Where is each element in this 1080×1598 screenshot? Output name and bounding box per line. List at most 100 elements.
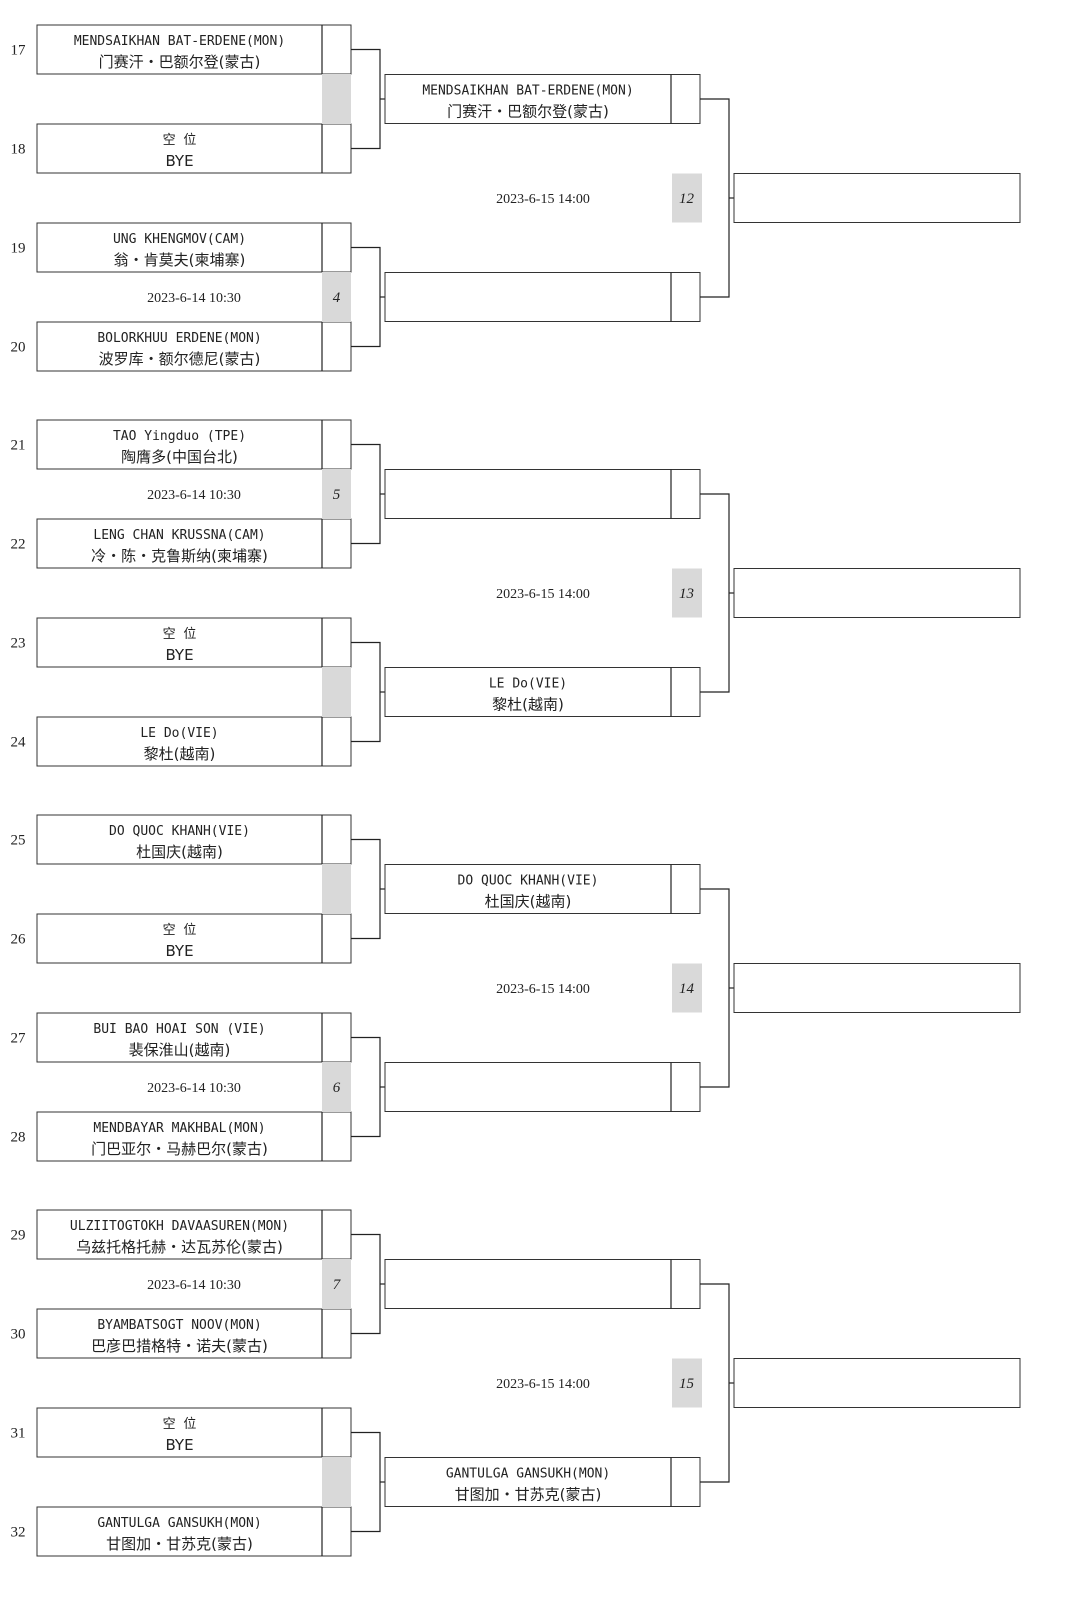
player-name-en: TAO Yingduo (TPE): [113, 429, 246, 444]
round2-entry-box: [384, 272, 701, 322]
match-cell: [672, 1358, 702, 1408]
round3-entry-box: [733, 568, 1021, 618]
round2-entry-box: [384, 1062, 701, 1112]
match-time: 2023-6-14 10:30: [147, 291, 241, 306]
connector-line: [351, 838, 381, 940]
round2-entry-box: [384, 667, 701, 717]
connector-line: [351, 641, 381, 743]
player-name-cn: 巴彦巴措格特・诺夫(蒙古): [91, 1337, 268, 1355]
connector-line: [351, 1431, 381, 1533]
match-cell: [322, 1457, 351, 1507]
entry-box: [36, 814, 352, 865]
player-name-en: 空 位: [163, 923, 197, 938]
player-name-en: MENDSAIKHAN BAT-ERDENE(MON): [422, 84, 633, 99]
match-cell: [322, 469, 351, 519]
match-cell: [672, 963, 702, 1013]
match-cell: [322, 864, 351, 914]
match-time: 2023-6-14 10:30: [147, 1278, 241, 1293]
seed-number: 18: [11, 142, 26, 158]
player-name-cn: 甘图加・甘苏克(蒙古): [455, 1486, 602, 1504]
match-number: 6: [333, 1080, 341, 1096]
player-name-cn: BYE: [165, 646, 193, 664]
match-cell: [322, 1062, 351, 1112]
match-time: 2023-6-15 14:00: [496, 982, 590, 997]
player-name-cn: 冷・陈・克鲁斯纳(柬埔寨): [91, 547, 268, 565]
seed-number: 23: [11, 636, 26, 652]
player-name-en: DO QUOC KHANH(VIE): [109, 824, 250, 839]
match-number: 5: [333, 487, 341, 503]
match-number: 14: [679, 981, 695, 997]
match-number: 12: [679, 191, 695, 207]
seed-number: 32: [11, 1525, 26, 1541]
player-name-cn: 甘图加・甘苏克(蒙古): [106, 1535, 253, 1553]
connector-line: [700, 888, 730, 1088]
round2-entry-box: [384, 1259, 701, 1309]
seed-number: 25: [11, 833, 26, 849]
player-name-cn: BYE: [165, 1436, 193, 1454]
match-number: 15: [679, 1376, 695, 1392]
match-time: 2023-6-14 10:30: [147, 1081, 241, 1096]
seed-number: 26: [11, 932, 27, 948]
connector-line: [351, 1036, 381, 1138]
match-cell: [322, 272, 351, 322]
connector-line: [351, 246, 381, 348]
seed-number: 19: [11, 241, 26, 257]
player-name-en: MENDSAIKHAN BAT-ERDENE(MON): [74, 34, 285, 49]
player-name-cn: 陶膺多(中国台北): [121, 448, 238, 466]
entry-box: [36, 913, 352, 964]
player-name-en: BUI BAO HOAI SON (VIE): [93, 1022, 265, 1037]
entry-box: [36, 716, 352, 767]
match-number: 7: [333, 1277, 342, 1293]
round3-entry-box: [733, 963, 1021, 1013]
match-cell: [322, 667, 351, 717]
player-name-cn: 黎杜(越南): [492, 696, 564, 714]
entry-box: [36, 617, 352, 668]
connector-line: [700, 1283, 730, 1483]
entry-box: [36, 222, 352, 273]
player-name-en: DO QUOC KHANH(VIE): [458, 874, 599, 889]
player-name-cn: BYE: [165, 942, 193, 960]
match-number: 13: [679, 586, 694, 602]
entry-box: [36, 24, 352, 75]
entry-box: [36, 1012, 352, 1063]
seed-number: 30: [11, 1327, 26, 1343]
match-time: 2023-6-15 14:00: [496, 192, 590, 207]
player-name-cn: 杜国庆(越南): [485, 893, 572, 911]
entry-box: [36, 321, 352, 372]
entry-box: [36, 123, 352, 174]
player-name-en: LENG CHAN KRUSSNA(CAM): [93, 528, 265, 543]
round2-entry-box: [384, 469, 701, 519]
player-name-en: MENDBAYAR MAKHBAL(MON): [93, 1121, 265, 1136]
player-name-en: LE Do(VIE): [140, 726, 218, 741]
player-name-en: ULZIITOGTOKH DAVAASUREN(MON): [70, 1219, 289, 1234]
entry-box: [36, 1308, 352, 1359]
player-name-en: GANTULGA GANSUKH(MON): [97, 1516, 261, 1531]
entry-box: [36, 1209, 352, 1260]
player-name-cn: 门赛汗・巴额尔登(蒙古): [447, 103, 609, 121]
seed-number: 21: [11, 438, 26, 454]
player-name-cn: 翁・肯莫夫(柬埔寨): [114, 251, 246, 269]
seed-number: 27: [11, 1031, 27, 1047]
player-name-cn: 门巴亚尔・马赫巴尔(蒙古): [91, 1140, 268, 1158]
player-name-cn: 杜国庆(越南): [136, 843, 223, 861]
player-name-cn: 波罗库・额尔德尼(蒙古): [99, 350, 261, 368]
round3-entry-box: [733, 1358, 1021, 1408]
match-time: 2023-6-14 10:30: [147, 488, 241, 503]
connector-line: [700, 98, 730, 298]
match-cell: [322, 1259, 351, 1309]
entry-box: [36, 1407, 352, 1458]
seed-number: 29: [11, 1228, 26, 1244]
entry-box: [36, 1111, 352, 1162]
entry-box: [36, 518, 352, 569]
seed-number: 24: [11, 735, 27, 751]
player-name-cn: 乌兹托格托赫・达瓦苏伦(蒙古): [76, 1238, 283, 1256]
connector-line: [700, 493, 730, 693]
match-cell: [672, 568, 702, 618]
seed-number: 22: [11, 537, 26, 553]
player-name-en: 空 位: [163, 133, 197, 148]
seed-number: 28: [11, 1130, 26, 1146]
match-cell: [672, 173, 702, 223]
round3-entry-box: [733, 173, 1021, 223]
player-name-en: 空 位: [163, 1417, 197, 1432]
connector-line: [351, 443, 381, 545]
